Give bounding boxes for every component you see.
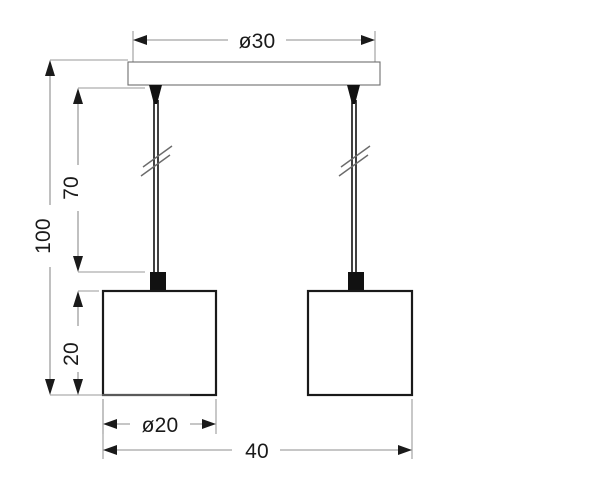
cord-break-marker-right-lower bbox=[338, 154, 369, 177]
arrowhead-canopy-left bbox=[133, 35, 147, 45]
arrowhead-total-bottom bbox=[45, 379, 55, 395]
dimension-label-overall-width: 40 bbox=[245, 440, 269, 463]
square-shade-left bbox=[101, 272, 218, 397]
arrowhead-shade-bottom bbox=[73, 379, 83, 395]
dimension-canopy-width: ø30 bbox=[132, 26, 376, 62]
arrowhead-shadewidth-right bbox=[202, 419, 216, 429]
dimension-shade-height: 20 bbox=[60, 290, 99, 396]
arrowhead-total-top bbox=[45, 60, 55, 76]
cord-break-marker-right-upper bbox=[340, 145, 371, 168]
dimension-label-shade-height: 20 bbox=[60, 342, 83, 366]
socket-block-left bbox=[150, 272, 166, 291]
arrowhead-canopy-right bbox=[361, 35, 375, 45]
label-backdrop-canopy-width bbox=[228, 26, 286, 52]
square-shade-right bbox=[306, 272, 414, 397]
label-backdrop-cord-length bbox=[66, 165, 92, 211]
cord-grip-right bbox=[347, 85, 360, 104]
dimension-label-canopy-width: ø30 bbox=[239, 30, 276, 53]
label-backdrop-total-height bbox=[38, 205, 64, 267]
dimension-label-shade-width: ø20 bbox=[142, 414, 179, 437]
suspension-cord-left bbox=[140, 100, 173, 272]
suspension-cord-right bbox=[338, 100, 371, 272]
arrowhead-shadewidth-left bbox=[103, 419, 117, 429]
dimension-shade-width: ø20 bbox=[102, 399, 217, 437]
arrowhead-cord-top bbox=[73, 88, 83, 104]
arrowhead-overall-left bbox=[103, 445, 117, 455]
cord-break-marker-left-upper bbox=[142, 145, 173, 168]
arrowhead-overall-right bbox=[398, 445, 412, 455]
cord-break-marker-left-lower bbox=[140, 154, 171, 177]
shade-body-right bbox=[306, 289, 414, 397]
dimension-label-total-height: 100 bbox=[32, 218, 55, 254]
label-backdrop-shade-width bbox=[130, 410, 190, 436]
arrowhead-cord-bottom bbox=[73, 256, 83, 272]
canopy-plate bbox=[127, 61, 381, 86]
shade-body-left bbox=[101, 289, 218, 397]
canopy-assembly bbox=[127, 61, 381, 104]
label-backdrop-overall-width bbox=[232, 436, 280, 462]
dimension-label-cord-length: 70 bbox=[60, 176, 83, 200]
socket-block-right bbox=[348, 272, 364, 291]
label-backdrop-shade-height bbox=[66, 326, 92, 372]
arrowhead-shade-top bbox=[73, 291, 83, 307]
dimension-overall-width: 40 bbox=[102, 399, 413, 463]
dimension-cord-length: 70 bbox=[60, 87, 145, 273]
dimension-total-height: 100 bbox=[32, 59, 190, 396]
cord-grip-left bbox=[149, 85, 162, 104]
